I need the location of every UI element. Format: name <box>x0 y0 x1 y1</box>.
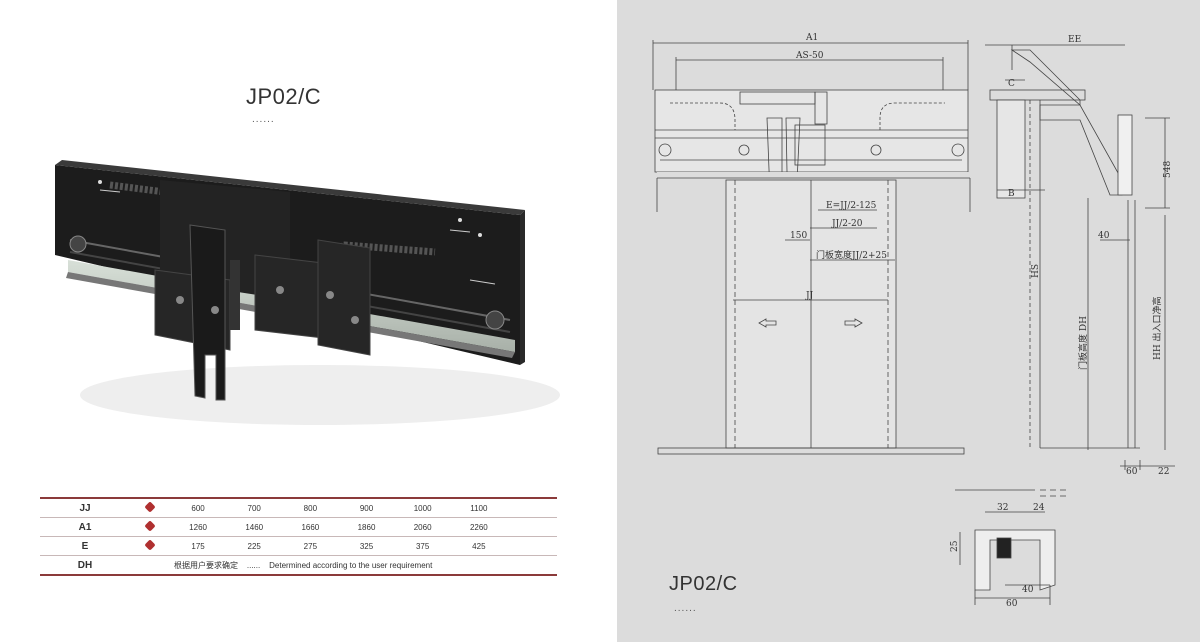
title-dots: ...... <box>252 114 275 125</box>
spec-key: JJ <box>40 497 130 518</box>
dim-hs: HS <box>1031 264 1041 278</box>
sect-40: 40 <box>1022 585 1034 595</box>
hex-marker-icon <box>144 539 156 551</box>
spec-table: JJ 600 700 800 900 1000 1100 A1 1260 146… <box>40 497 557 576</box>
dim-entrance-height: HH 出入口净高 <box>1151 296 1163 360</box>
dim-ee: EE <box>1068 35 1081 45</box>
hex-marker-icon <box>144 520 156 532</box>
dim-a1: A1 <box>805 33 818 43</box>
spec-cell: 225 <box>226 536 283 556</box>
spec-key: A1 <box>40 517 130 537</box>
technical-drawing-panel: A1 AS-50 EE C B 548 E=JJ/2-125 JJ/2-20 1… <box>617 0 1200 642</box>
spec-cell: 275 <box>282 536 339 556</box>
dh-note-cn: 根据用户要求确定 <box>174 560 238 570</box>
dim-e: E=JJ/2-125 <box>826 201 877 211</box>
spec-cell: 700 <box>226 497 283 518</box>
spec-cell: 1460 <box>226 517 283 537</box>
spec-cell: 800 <box>282 497 339 518</box>
dim-as50: AS-50 <box>795 51 824 61</box>
door-operator-photo <box>55 160 560 425</box>
dim-40: 40 <box>1098 231 1110 241</box>
dim-60: 60 <box>1126 467 1138 477</box>
spec-row-e: E 175 225 275 325 375 425 <box>40 536 557 556</box>
spec-key: DH <box>40 555 130 576</box>
spec-cell: 2260 <box>450 517 507 537</box>
spec-cell: 1860 <box>338 517 395 537</box>
spec-cell: 425 <box>450 536 507 556</box>
dim-panel-width: 门板宽度JJ/2+25 <box>816 249 887 261</box>
dh-note-en: Determined according to the user require… <box>269 560 433 570</box>
drawing-dots: ...... <box>674 603 697 614</box>
dim-c: C <box>1008 79 1015 89</box>
dim-jj: JJ <box>805 291 814 301</box>
dim-150: 150 <box>790 231 807 241</box>
product-title: JP02/C <box>246 84 322 109</box>
spec-row-jj: JJ 600 700 800 900 1000 1100 <box>40 497 557 518</box>
spec-cell: 1660 <box>282 517 339 537</box>
dim-jj2: JJ/2-20 <box>831 219 863 229</box>
dim-b: B <box>1008 189 1015 199</box>
dim-panel-height: 门板高度 DH <box>1077 316 1089 370</box>
spec-cell: 2060 <box>394 517 451 537</box>
spec-cell: 325 <box>338 536 395 556</box>
sect-24: 24 <box>1033 503 1045 513</box>
hex-marker-icon <box>144 501 156 513</box>
spec-cell: 1260 <box>170 517 227 537</box>
spec-cell: 1000 <box>394 497 451 518</box>
spec-row-a1: A1 1260 1460 1660 1860 2060 2260 <box>40 517 557 537</box>
spec-cell: 375 <box>394 536 451 556</box>
dim-548: 548 <box>1163 161 1173 178</box>
product-panel: JP02/C ...... <box>40 84 560 576</box>
dh-separator: ...... <box>246 560 261 570</box>
spec-cell: 1100 <box>450 497 507 518</box>
drawing-title: JP02/C <box>669 573 738 595</box>
technical-drawing: A1 AS-50 EE C B 548 E=JJ/2-125 JJ/2-20 1… <box>652 33 1175 609</box>
dim-22: 22 <box>1158 467 1169 477</box>
spec-row-dh: DH 根据用户要求确定 ...... Determined according … <box>40 555 557 576</box>
sect-25: 25 <box>950 540 960 552</box>
sect-60: 60 <box>1006 599 1018 609</box>
spec-cell: 900 <box>338 497 395 518</box>
spec-cell: 175 <box>170 536 227 556</box>
spec-key: E <box>40 536 130 556</box>
sect-32: 32 <box>997 503 1008 513</box>
spec-cell: 600 <box>170 497 227 518</box>
